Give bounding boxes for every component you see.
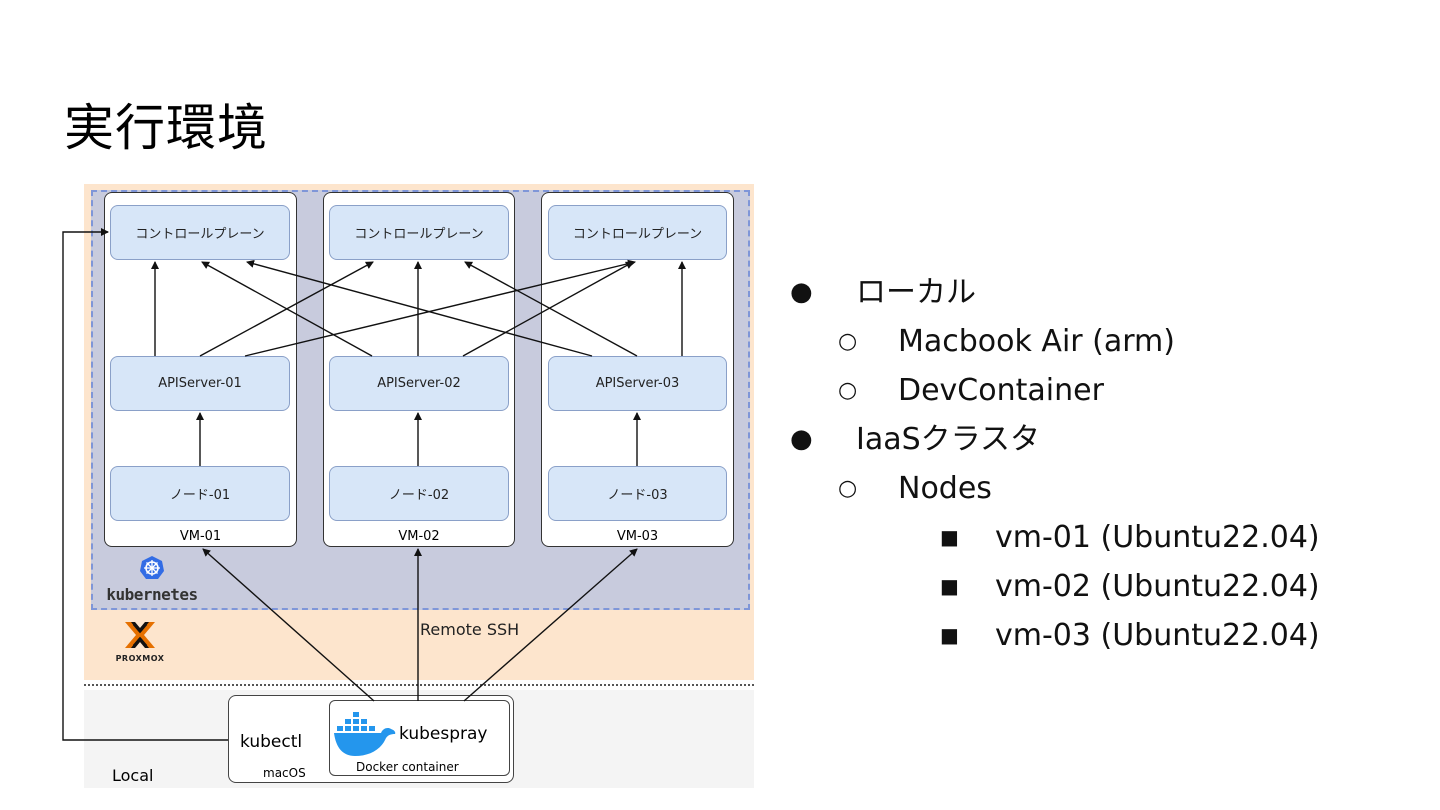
bullet-text: IaaSクラスタ <box>856 422 1041 457</box>
bullet-item: ○ Macbook Air (arm) <box>790 317 1320 366</box>
bullet-item: ○ Nodes <box>790 464 1320 513</box>
bullet-marker: ○ <box>838 378 858 403</box>
bullet-marker: ■ <box>940 623 959 647</box>
bullet-text: vm-01 (Ubuntu22.04) <box>995 520 1320 555</box>
bullet-list: ● ローカル ○ Macbook Air (arm) ○ DevContainer ●… <box>790 268 1320 660</box>
bullet-item: ■ vm-01 (Ubuntu22.04) <box>790 513 1320 562</box>
api-server-03: APIServer-03 <box>548 356 727 411</box>
docker-whale-icon <box>333 710 397 762</box>
proxmox-logo-text: PROXMOX <box>115 654 165 663</box>
bullet-item: ■ vm-03 (Ubuntu22.04) <box>790 611 1320 660</box>
proxmox-x-icon <box>125 622 155 648</box>
local-separator <box>84 684 754 686</box>
bullet-marker: ■ <box>940 525 959 549</box>
vm-label: VM-02 <box>398 529 440 544</box>
control-plane-01: コントロールプレーン <box>110 205 290 260</box>
bullet-marker: ■ <box>940 574 959 598</box>
bullet-text: Nodes <box>898 471 992 506</box>
kubectl-label: kubectl <box>240 732 303 752</box>
vm-label: VM-01 <box>179 529 222 544</box>
control-plane-03: コントロールプレーン <box>548 205 727 260</box>
vm-label: VM-03 <box>616 529 659 544</box>
bullet-text: DevContainer <box>898 373 1104 408</box>
node-03: ノード-03 <box>548 466 727 521</box>
bullet-item: ● IaaSクラスタ <box>790 415 1320 464</box>
bullet-item: ● ローカル <box>790 268 1320 317</box>
bullet-text: vm-03 (Ubuntu22.04) <box>995 618 1320 653</box>
bullet-marker: ○ <box>838 329 858 354</box>
node-02: ノード-02 <box>329 466 509 521</box>
bullet-marker: ● <box>790 424 813 454</box>
kubespray-label: kubespray <box>399 724 488 744</box>
bullet-item: ○ DevContainer <box>790 366 1320 415</box>
api-server-01: APIServer-01 <box>110 356 290 411</box>
bullet-marker: ● <box>790 277 813 307</box>
macos-label: macOS <box>263 766 306 780</box>
bullet-marker: ○ <box>838 476 858 501</box>
bullet-item: ■ vm-02 (Ubuntu22.04) <box>790 562 1320 611</box>
kubernetes-logo-text: kubernetes <box>106 585 198 604</box>
bullet-text: vm-02 (Ubuntu22.04) <box>995 569 1320 604</box>
architecture-diagram: VM-01 コントロールプレーン APIServer-01 ノード-01 VM-… <box>62 184 754 788</box>
api-server-02: APIServer-02 <box>329 356 509 411</box>
bullet-text: Macbook Air (arm) <box>898 324 1175 359</box>
local-label: Local <box>112 766 154 785</box>
docker-container-label: Docker container <box>356 760 459 774</box>
control-plane-02: コントロールプレーン <box>329 205 509 260</box>
remote-ssh-label: Remote SSH <box>420 620 520 639</box>
proxmox-logo: PROXMOX <box>110 620 170 663</box>
slide-title: 実行環境 <box>64 99 268 157</box>
kubernetes-logo: kubernetes <box>92 555 212 604</box>
node-01: ノード-01 <box>110 466 290 521</box>
bullet-text: ローカル <box>856 275 976 310</box>
kubernetes-helm-icon <box>140 556 164 579</box>
